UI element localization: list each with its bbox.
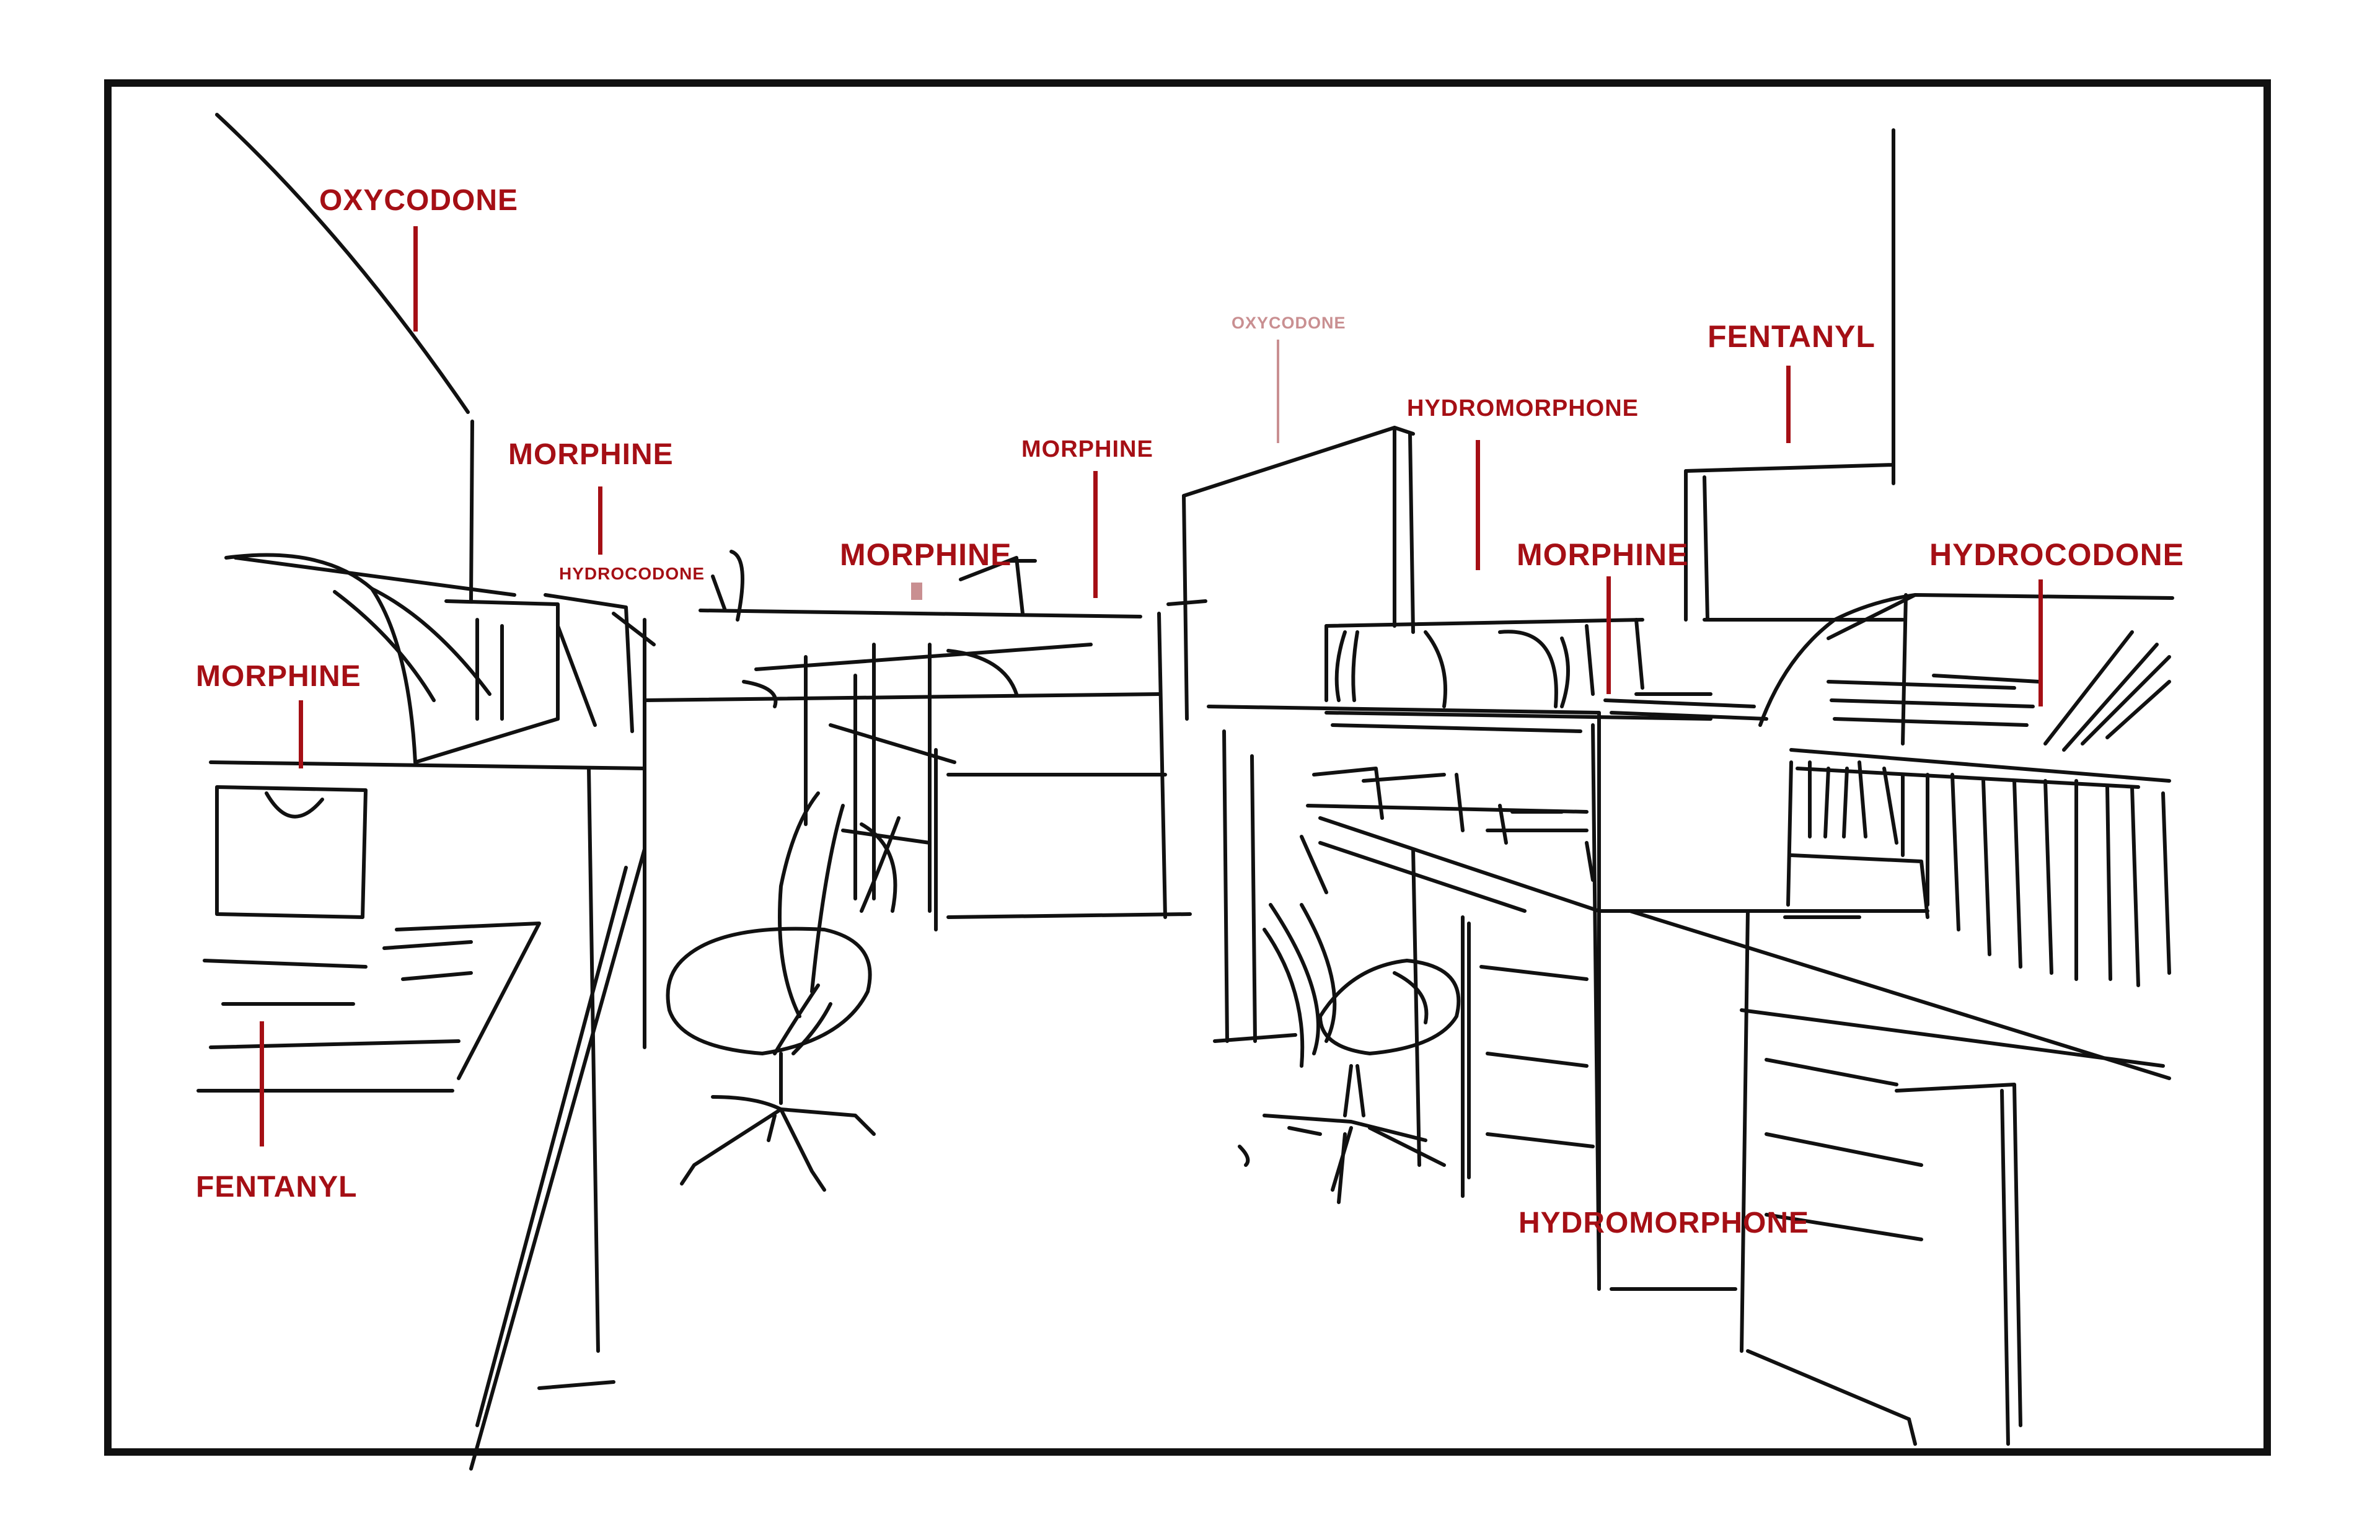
drug-label-morphine: MORPHINE [196,660,361,693]
left-keyboard [395,922,541,1080]
back-desk-front [643,692,1161,702]
drug-label-morphine: MORPHINE [840,537,1012,572]
right-chair-seat [1318,959,1461,1055]
label-leader-line [260,1021,264,1146]
left-front-leg [587,767,600,1353]
drug-label-hydrocodone: HYDROCODONE [1929,537,2185,572]
drug-label-oxycodone: OXYCODONE [319,184,519,217]
left-pillar [469,420,474,603]
drug-label-oxycodone: OXYCODONE [1232,314,1346,332]
drug-label-hydromorphone: HYDROMORPHONE [1407,395,1639,421]
left-chair-base [711,1095,876,1136]
left-diagonal-leg [469,847,646,1471]
drug-label-fentanyl: FENTANYL [196,1171,358,1203]
drug-label-hydromorphone: HYDROMORPHONE [1518,1207,1810,1239]
label-leader-line [1606,576,1611,694]
left-chair-seat [666,926,872,1055]
back-wall-top [699,609,1142,618]
left-monitor-stand [265,791,324,819]
label-leader-line [299,700,303,768]
right-cabinet-top [1628,909,2171,1080]
left-monitor [215,785,368,919]
right-chair-base [1263,1114,1427,1142]
label-marker [911,583,922,600]
left-desk-back [413,717,560,764]
left-arch-inner [370,587,491,696]
right-desk-top [1207,705,1601,919]
drug-label-morphine: MORPHINE [1517,537,1689,572]
drug-label-morphine: MORPHINE [508,438,674,471]
label-leader-line [598,486,602,555]
label-leader-line [413,226,418,332]
label-leader-line [1476,440,1480,570]
right-chair-back [1300,903,1337,1043]
label-leader-line [2038,579,2043,706]
label-leader-line [1786,366,1791,443]
drug-label-hydrocodone: HYDROCODONE [559,564,705,583]
drug-label-fentanyl: FENTANYL [1708,319,1875,354]
label-leader-line [1093,471,1098,598]
left-hood-top [234,556,516,597]
right-arch [1758,593,1917,727]
right-panel-top [1182,426,1415,498]
label-leader-line [1277,340,1279,443]
left-desk-top [209,760,646,770]
left-chair-back [778,791,820,1018]
left-arch-mid [333,590,436,702]
left-wall-curve [215,113,470,414]
drug-label-morphine: MORPHINE [1021,436,1153,462]
left-arch-outer [224,553,417,764]
